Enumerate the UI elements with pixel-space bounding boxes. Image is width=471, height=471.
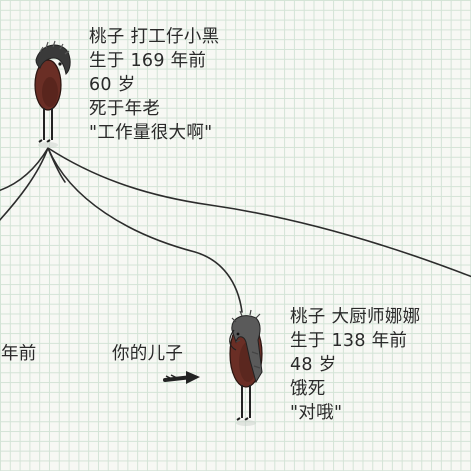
branch-lower-left [0, 147, 49, 221]
descendant-name: 桃子 大厨师娜娜 [290, 307, 421, 327]
descendant-quote: "对哦" [290, 403, 343, 423]
ancestor-born: 生于 169 年前 [89, 51, 207, 71]
descendant-character-icon[interactable] [229, 309, 263, 426]
ancestor-quote: "工作量很大啊" [89, 123, 213, 143]
descendant-death: 饿死 [290, 379, 326, 399]
ancestor-death: 死于年老 [89, 99, 161, 119]
branch-far [47, 147, 66, 183]
descendant-born: 生于 138 年前 [290, 331, 408, 351]
descendant-info: 桃子 大厨师娜娜 生于 138 年前 48 岁 饿死 "对哦" [290, 307, 420, 424]
ancestor-age: 60 岁 [89, 75, 136, 95]
your-son-label: 你的儿子 [112, 344, 184, 364]
branch-left [0, 147, 49, 192]
offscreen-years-label: 年前 [1, 344, 37, 364]
branch-right [47, 147, 471, 278]
branch-to-descendant [47, 147, 243, 313]
ancestor-character-icon[interactable] [34, 40, 71, 148]
tree-branches [0, 147, 471, 313]
arrow-right-icon [163, 371, 200, 384]
ancestor-name: 桃子 打工仔小黑 [89, 27, 220, 47]
descendant-age: 48 岁 [290, 355, 337, 375]
ancestor-info: 桃子 打工仔小黑 生于 169 年前 60 岁 死于年老 "工作量很大啊" [89, 27, 219, 144]
